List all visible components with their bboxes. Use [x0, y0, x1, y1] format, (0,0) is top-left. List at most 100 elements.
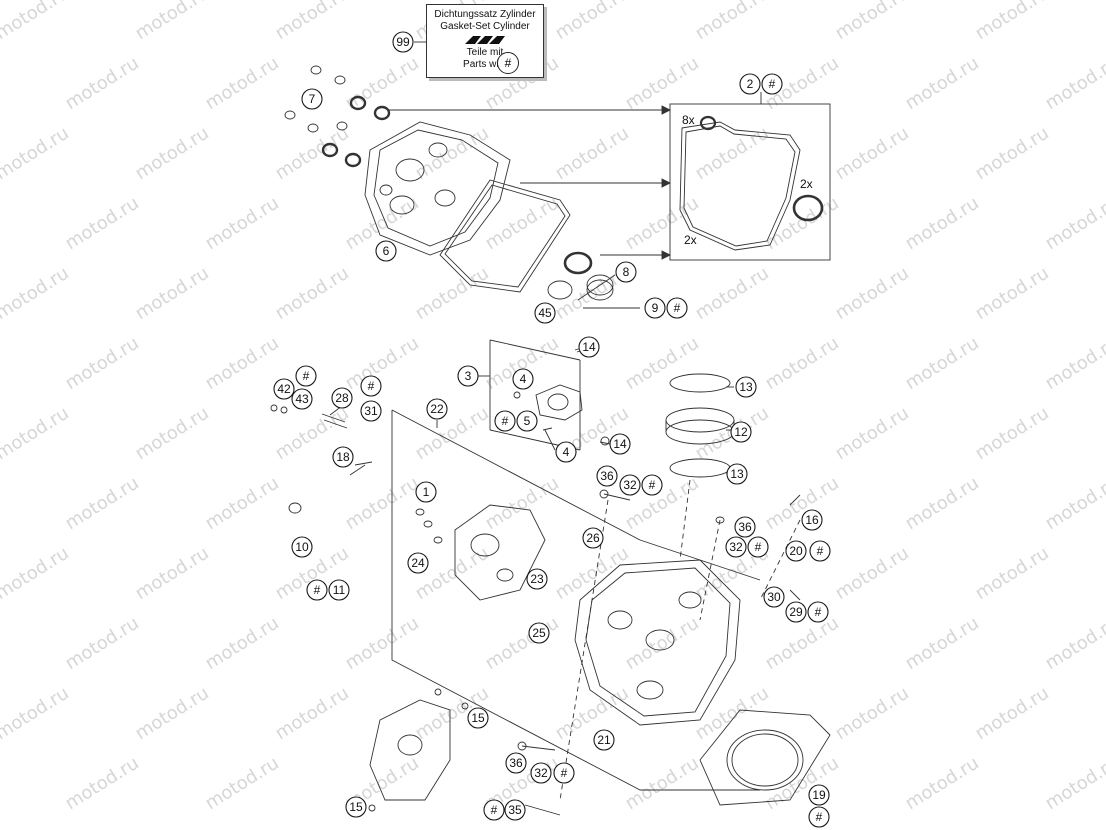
- watermark-text: motod.ru: [132, 263, 213, 325]
- callout-c13b: 13: [726, 463, 748, 485]
- callout-circle: [809, 540, 831, 562]
- watermark-text: motod.ru: [342, 53, 423, 115]
- callout-circle: [747, 536, 769, 558]
- watermark-text: motod.ru: [1042, 613, 1106, 675]
- parts-with-en: Parts with: [463, 59, 507, 70]
- callout-label: 11: [333, 583, 346, 597]
- callout-c31h: #: [360, 375, 382, 397]
- watermark-text: motod.ru: [412, 403, 493, 465]
- watermark-text: motod.ru: [832, 123, 913, 185]
- callout-c23: 23: [526, 568, 548, 590]
- watermark-text: motod.ru: [1042, 53, 1106, 115]
- callout-label: 2: [747, 77, 754, 91]
- leader-lines: [329, 41, 801, 801]
- callout-label: 32: [729, 540, 743, 554]
- callout-c35: 35: [504, 799, 526, 821]
- callout-circle: [641, 474, 663, 496]
- callout-label: #: [815, 605, 822, 619]
- callout-label: 28: [335, 391, 349, 405]
- callout-circle: [457, 365, 479, 387]
- callout-circle: [534, 302, 556, 324]
- callout-label: 42: [277, 382, 291, 396]
- watermark-text: motod.ru: [132, 683, 213, 745]
- watermark-text: motod.ru: [0, 123, 73, 185]
- brand-logo-icon: [465, 36, 505, 44]
- callout-label: 7: [309, 92, 316, 106]
- callout-circle: [644, 297, 666, 319]
- watermark-text: motod.ru: [62, 193, 143, 255]
- callout-label: #: [303, 369, 310, 383]
- callout-circle: [295, 365, 317, 387]
- callout-c29h: #: [807, 601, 829, 623]
- callout-label: #: [314, 583, 321, 597]
- callout-label: 32: [623, 478, 637, 492]
- watermark-text: motod.ru: [622, 613, 703, 675]
- watermark-text: motod.ru: [202, 333, 283, 395]
- callout-label: 15: [471, 711, 485, 725]
- callout-label: 13: [730, 467, 744, 481]
- gasket-set-title-en: Gasket-Set Cylinder: [440, 21, 530, 32]
- callout-circle: [494, 410, 516, 432]
- callout-circle: [609, 433, 631, 455]
- callout-label: #: [674, 301, 681, 315]
- seal-rings: [547, 251, 614, 301]
- callout-circle: [730, 421, 752, 443]
- callout-label: 36: [600, 469, 614, 483]
- watermark-text: motod.ru: [902, 613, 983, 675]
- callout-label: #: [817, 544, 824, 558]
- callout-label: 4: [563, 445, 570, 459]
- watermark-text: motod.ru: [202, 753, 283, 815]
- callout-c18: 18: [332, 446, 354, 468]
- callout-label: 15: [349, 800, 363, 814]
- callout-c9h: #: [666, 297, 688, 319]
- callout-c28: 28: [331, 387, 353, 409]
- callout-circle: [483, 799, 505, 821]
- callout-c25: 25: [528, 622, 550, 644]
- callout-circle: [619, 474, 641, 496]
- callout-label: 6: [383, 244, 390, 258]
- cam-housing: [415, 504, 546, 601]
- callout-c32b: 32: [725, 536, 747, 558]
- watermark-text: motod.ru: [972, 403, 1053, 465]
- watermark-text: motod.ru: [832, 0, 913, 44]
- callout-label: 16: [805, 513, 819, 527]
- watermark-text: motod.ru: [972, 0, 1053, 44]
- callout-circle: [528, 622, 550, 644]
- callout-label: 23: [530, 572, 544, 586]
- watermark-text: motod.ru: [0, 613, 3, 675]
- watermark-text: motod.ru: [62, 473, 143, 535]
- callout-circle: [735, 376, 757, 398]
- misc-bolts: [270, 404, 801, 816]
- callout-label: 45: [538, 306, 552, 320]
- watermark-text: motod.ru: [552, 123, 633, 185]
- watermark-text: motod.ru: [972, 263, 1053, 325]
- callout-label: 14: [613, 437, 627, 451]
- qty-8x: 8x: [682, 113, 695, 127]
- callout-c8: 8: [615, 261, 637, 283]
- callout-label: #: [561, 766, 568, 780]
- callout-c32c: 32: [530, 762, 552, 784]
- callout-label: #: [649, 478, 656, 492]
- callout-circle: [360, 400, 382, 422]
- watermark-text: motod.ru: [342, 473, 423, 535]
- watermark-text: motod.ru: [0, 473, 3, 535]
- callout-circle: [332, 446, 354, 468]
- watermark-text: motod.ru: [62, 333, 143, 395]
- watermark-text: motod.ru: [132, 123, 213, 185]
- gasket-set-label: Dichtungssatz Zylinder Gasket-Set Cylind…: [426, 4, 544, 78]
- callout-c42h: #: [295, 365, 317, 387]
- callout-c2h: #: [761, 73, 783, 95]
- callout-c19h: #: [808, 806, 830, 828]
- callout-label: 3: [465, 369, 472, 383]
- callout-c36b: 36: [734, 516, 756, 538]
- callout-label: #: [755, 540, 762, 554]
- watermark-text: motod.ru: [762, 753, 843, 815]
- callout-c30: 30: [763, 586, 785, 608]
- washers-group: [284, 65, 391, 168]
- callout-c4b: 4: [555, 441, 577, 463]
- callout-label: 24: [411, 556, 425, 570]
- watermark-text: motod.ru: [412, 123, 493, 185]
- gasket-set-title-de: Dichtungssatz Zylinder: [434, 9, 536, 20]
- callout-circle: [512, 368, 534, 390]
